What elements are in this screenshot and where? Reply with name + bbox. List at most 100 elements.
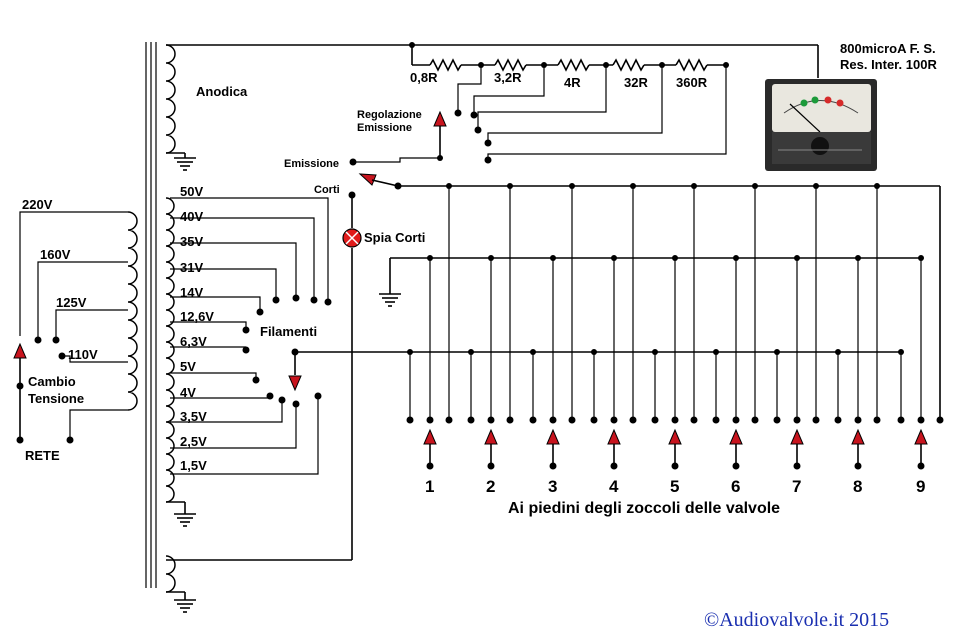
fil-tap-31: 31V bbox=[180, 260, 203, 275]
pin-number-6: 6 bbox=[731, 477, 740, 496]
fil-tap-3-5: 3,5V bbox=[180, 409, 207, 424]
junction-dot bbox=[530, 349, 536, 355]
junction-dot bbox=[774, 349, 780, 355]
ground-low bbox=[166, 591, 196, 613]
transformer-core bbox=[145, 42, 157, 588]
junction-dot bbox=[874, 183, 880, 189]
junction-dot bbox=[446, 183, 452, 189]
filament-winding bbox=[165, 197, 175, 503]
mains-tap-110: 110V bbox=[68, 347, 98, 362]
resistor-label-2: 3,2R bbox=[494, 70, 522, 85]
resistor-label-1: 0,8R bbox=[410, 70, 438, 85]
fil-tap-14: 14V bbox=[180, 285, 203, 300]
tensione-label: Tensione bbox=[28, 391, 84, 406]
emissione-corti-switch[interactable] bbox=[166, 173, 402, 561]
contact-dot bbox=[549, 416, 557, 424]
resistor-0-8r bbox=[429, 58, 462, 72]
filamenti-label: Filamenti bbox=[260, 324, 317, 339]
contact-dot bbox=[732, 416, 740, 424]
junction-dot bbox=[591, 349, 597, 355]
cambio-label: Cambio bbox=[28, 374, 76, 389]
contact-dot bbox=[529, 416, 537, 424]
pin-selector-4[interactable] bbox=[607, 428, 621, 445]
contact-dot bbox=[651, 416, 659, 424]
junction-dot bbox=[468, 349, 474, 355]
ground-anodica bbox=[166, 152, 196, 171]
fil-tap-12-6: 12,6V bbox=[180, 309, 214, 324]
fil-tap-40: 40V bbox=[180, 209, 203, 224]
ground-bus bbox=[379, 258, 401, 307]
pin-number-8: 8 bbox=[853, 477, 862, 496]
contact-dot bbox=[834, 416, 842, 424]
fil-tap-5: 5V bbox=[180, 359, 196, 374]
pin-terminal bbox=[549, 462, 557, 470]
pin-selector-3[interactable] bbox=[546, 428, 560, 445]
contact-dot bbox=[629, 416, 637, 424]
junction-dot bbox=[488, 255, 494, 261]
contact-dot bbox=[690, 416, 698, 424]
contact-dot bbox=[812, 416, 820, 424]
contact-dot bbox=[506, 416, 514, 424]
contact-dot bbox=[426, 416, 434, 424]
junction-dot bbox=[752, 183, 758, 189]
junction-dot bbox=[713, 349, 719, 355]
resistor-label-5: 360R bbox=[676, 75, 708, 90]
anodica-label: Anodica bbox=[196, 84, 248, 99]
low-winding bbox=[165, 555, 176, 593]
pin-selector-5[interactable] bbox=[668, 428, 682, 445]
pin-terminal bbox=[917, 462, 925, 470]
filament-taps bbox=[170, 197, 332, 475]
contact-dot bbox=[873, 416, 881, 424]
contact-dot bbox=[917, 416, 925, 424]
contact-dot bbox=[897, 416, 905, 424]
pin-selector-6[interactable] bbox=[729, 428, 743, 445]
meter bbox=[765, 79, 877, 171]
corti-label: Corti bbox=[314, 184, 340, 196]
filament-selector[interactable] bbox=[288, 348, 302, 392]
junction-dot bbox=[794, 255, 800, 261]
contact-dot bbox=[568, 416, 576, 424]
junction-dot bbox=[427, 255, 433, 261]
pin-number-1: 1 bbox=[425, 477, 434, 496]
pin-number-5: 5 bbox=[670, 477, 679, 496]
pin-number-3: 3 bbox=[548, 477, 557, 496]
cambio-tensione-switch[interactable] bbox=[13, 342, 27, 444]
contact-dot bbox=[590, 416, 598, 424]
junction-dot bbox=[835, 349, 841, 355]
emissione-selector[interactable] bbox=[349, 110, 447, 166]
fil-tap-4: 4V bbox=[180, 385, 196, 400]
resistor-32r bbox=[612, 58, 645, 72]
pin-terminal bbox=[854, 462, 862, 470]
junction-dot bbox=[691, 183, 697, 189]
ground-filament bbox=[166, 501, 196, 527]
contact-dot bbox=[671, 416, 679, 424]
meter-fs-label: 800microA F. S. bbox=[840, 41, 936, 56]
meter-res-label: Res. Inter. 100R bbox=[840, 57, 937, 72]
contact-dot bbox=[406, 416, 414, 424]
emission-bus bbox=[398, 185, 941, 418]
pin-selector-2[interactable] bbox=[484, 428, 498, 445]
pin-selector-8[interactable] bbox=[851, 428, 865, 445]
pin-terminal bbox=[487, 462, 495, 470]
pin-terminal bbox=[732, 462, 740, 470]
junction-dot bbox=[855, 255, 861, 261]
pin-selector-9[interactable] bbox=[914, 428, 928, 445]
junction-dot bbox=[550, 255, 556, 261]
contact-dot bbox=[936, 416, 944, 424]
pin-selector-7[interactable] bbox=[790, 428, 804, 445]
pin-number-9: 9 bbox=[916, 477, 925, 496]
pin-number-2: 2 bbox=[486, 477, 495, 496]
junction-dot bbox=[407, 349, 413, 355]
pin-selector-1[interactable] bbox=[423, 428, 437, 445]
contact-dot bbox=[751, 416, 759, 424]
fil-tap-1-5: 1,5V bbox=[180, 458, 207, 473]
contact-dot bbox=[487, 416, 495, 424]
pin-terminal bbox=[610, 462, 618, 470]
contact-dot bbox=[712, 416, 720, 424]
mains-wiring bbox=[19, 211, 128, 444]
contact-dot bbox=[445, 416, 453, 424]
copyright-label: ©Audiovalvole.it 2015 bbox=[704, 609, 889, 631]
emissione-label: Emissione bbox=[284, 158, 339, 170]
